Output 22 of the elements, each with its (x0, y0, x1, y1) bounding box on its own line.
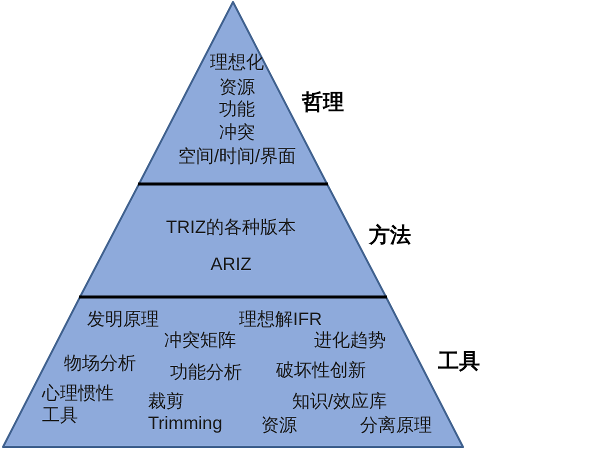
item-label: ARIZ (210, 254, 252, 276)
item-label: 理想化 (210, 52, 264, 74)
item-label: 功能分析 (170, 362, 242, 384)
item-label: 资源 (219, 77, 255, 99)
tier-heading: 哲理 (302, 90, 344, 116)
item-label: 冲突 (219, 122, 255, 144)
item-label: 破坏性创新 (276, 360, 366, 382)
item-label: 资源 (261, 415, 297, 437)
item-label: 知识/效应库 (292, 391, 388, 413)
item-label: 心理惯性工具 (42, 383, 115, 426)
tier-heading: 方法 (369, 223, 411, 249)
item-label: TRIZ的各种版本 (166, 217, 296, 239)
item-label: 裁剪 Trimming (148, 391, 224, 434)
item-label: 冲突矩阵 (164, 330, 236, 352)
item-label: 理想解IFR (239, 309, 322, 331)
item-label: 分离原理 (360, 415, 432, 437)
item-label: 空间/时间/界面 (178, 146, 296, 168)
item-label: 发明原理 (87, 309, 159, 331)
item-label: 物场分析 (64, 353, 136, 375)
item-label: 进化趋势 (314, 330, 386, 352)
item-label: 功能 (219, 99, 255, 121)
tier-heading: 工具 (438, 349, 480, 375)
